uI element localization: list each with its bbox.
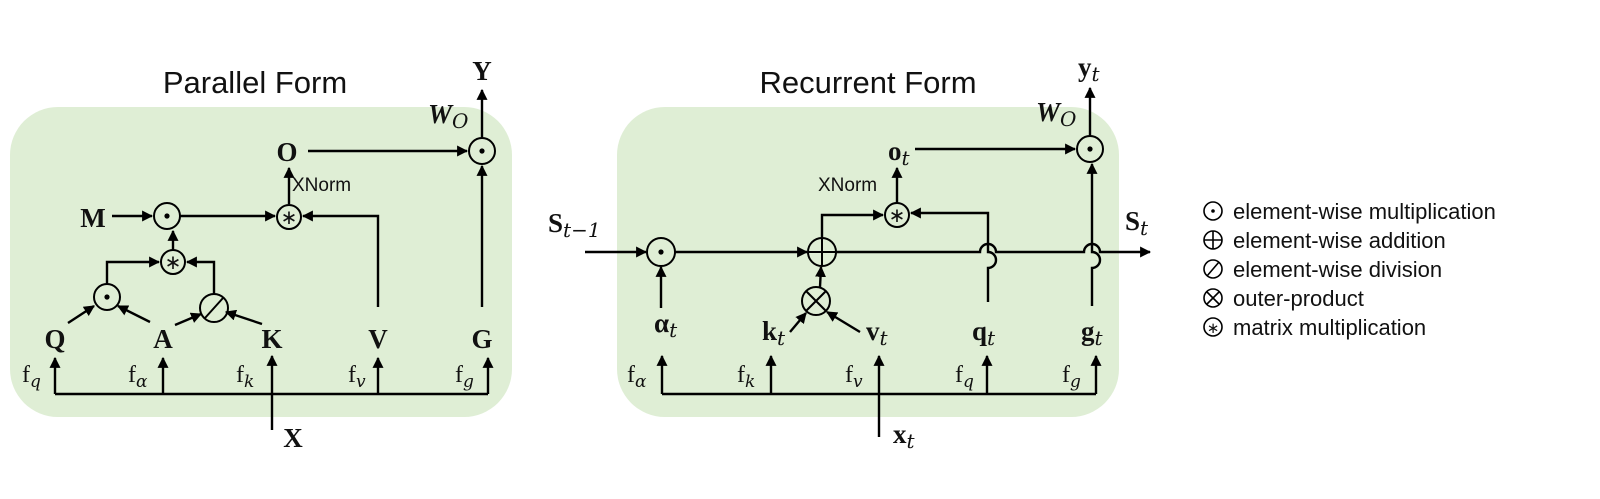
var-alphat: αt bbox=[654, 308, 678, 342]
edge-outer-add bbox=[815, 265, 826, 288]
legend-label-mul: element-wise multiplication bbox=[1233, 199, 1496, 224]
op-mul-qa-dot bbox=[104, 294, 110, 300]
edge-state-out bbox=[836, 242, 1152, 258]
var-g: G bbox=[471, 324, 492, 354]
var-q: Q bbox=[44, 324, 65, 354]
legend-div-icon bbox=[1203, 259, 1223, 279]
legend-outer-icon bbox=[1203, 288, 1223, 308]
weight-wo: WO bbox=[428, 99, 468, 133]
legend-label-matmul: matrix multiplication bbox=[1233, 315, 1426, 340]
op-matmul-2 bbox=[276, 204, 302, 230]
edge-div-matmul bbox=[185, 256, 216, 294]
var-y: Y bbox=[472, 56, 492, 86]
recurrent-panel bbox=[617, 107, 1119, 417]
var-ot: ot bbox=[888, 136, 911, 170]
var-state-prev: St−1 bbox=[548, 208, 601, 242]
op-div-ak-slash bbox=[204, 297, 224, 319]
fn-label-q: fq bbox=[22, 362, 41, 392]
fn-label-g: fg bbox=[455, 362, 474, 392]
var-v: V bbox=[368, 324, 388, 354]
fn-label-g-r: fg bbox=[1062, 362, 1081, 392]
op-mul-gate-r-dot bbox=[1087, 146, 1093, 152]
edge-v-outer bbox=[826, 310, 861, 334]
var-o: O bbox=[276, 137, 297, 167]
var-x: X bbox=[283, 423, 303, 453]
fn-label-alpha: fα bbox=[128, 362, 148, 392]
var-vt: vt bbox=[866, 316, 889, 350]
op-mul-decay-dot bbox=[658, 249, 664, 255]
edge-k-outer bbox=[789, 312, 807, 333]
var-kt: kt bbox=[762, 316, 786, 350]
edge-k-div bbox=[224, 309, 263, 326]
fn-label-v-r: fv bbox=[845, 362, 863, 392]
parallel-title: Parallel Form bbox=[163, 65, 347, 100]
op-outer-product bbox=[801, 286, 831, 316]
var-k: K bbox=[261, 324, 282, 354]
var-xt: xt bbox=[893, 419, 916, 453]
legend-label-add: element-wise addition bbox=[1233, 228, 1446, 253]
edge-q-matmul bbox=[909, 207, 998, 302]
var-qt: qt bbox=[972, 316, 996, 350]
legend-matmul-icon bbox=[1203, 317, 1223, 337]
var-state-next: St bbox=[1125, 206, 1149, 240]
edge-q-mul bbox=[67, 304, 95, 325]
fn-label-q-r: fq bbox=[955, 362, 974, 392]
svg-text:∗: ∗ bbox=[1207, 319, 1220, 337]
var-gt: gt bbox=[1081, 316, 1104, 350]
fn-label-alpha-r: fα bbox=[627, 362, 647, 392]
recurrent-form: Recurrent Form fα fk fv fq fg αt kt vt q… bbox=[548, 52, 1152, 453]
legend-mul-icon bbox=[1203, 201, 1223, 221]
edge-a-div bbox=[174, 312, 203, 327]
edge-v-matmul2 bbox=[301, 210, 380, 307]
svg-text:∗: ∗ bbox=[281, 205, 298, 229]
op-mul-gate-dot bbox=[479, 148, 485, 154]
edge-state-matmul bbox=[820, 209, 885, 238]
var-m: M bbox=[80, 203, 105, 233]
var-yt: yt bbox=[1078, 52, 1101, 86]
xnorm-label-r: XNorm bbox=[818, 175, 877, 196]
legend: element-wise multiplication element-wise… bbox=[1203, 199, 1496, 340]
op-mul-mask-dot bbox=[164, 213, 170, 219]
legend-label-outer: outer-product bbox=[1233, 286, 1364, 311]
weight-wo-r: WO bbox=[1036, 97, 1076, 131]
edge-g-gate-r bbox=[1086, 162, 1102, 306]
svg-text:∗: ∗ bbox=[165, 250, 182, 274]
parallel-form: Parallel Form fq fα fk fv fg Q A K V G X… bbox=[10, 56, 512, 453]
fn-label-k: fk bbox=[236, 362, 254, 392]
recurrent-title: Recurrent Form bbox=[759, 65, 976, 100]
parallel-panel bbox=[10, 107, 512, 417]
svg-text:∗: ∗ bbox=[889, 203, 906, 227]
legend-label-div: element-wise division bbox=[1233, 257, 1442, 282]
fn-label-k-r: fk bbox=[737, 362, 755, 392]
fn-label-v: fv bbox=[348, 362, 366, 392]
edge-a-mul bbox=[117, 304, 151, 324]
xnorm-label: XNorm bbox=[292, 175, 351, 196]
edge-mul-matmul bbox=[105, 256, 161, 284]
var-a: A bbox=[153, 324, 173, 354]
